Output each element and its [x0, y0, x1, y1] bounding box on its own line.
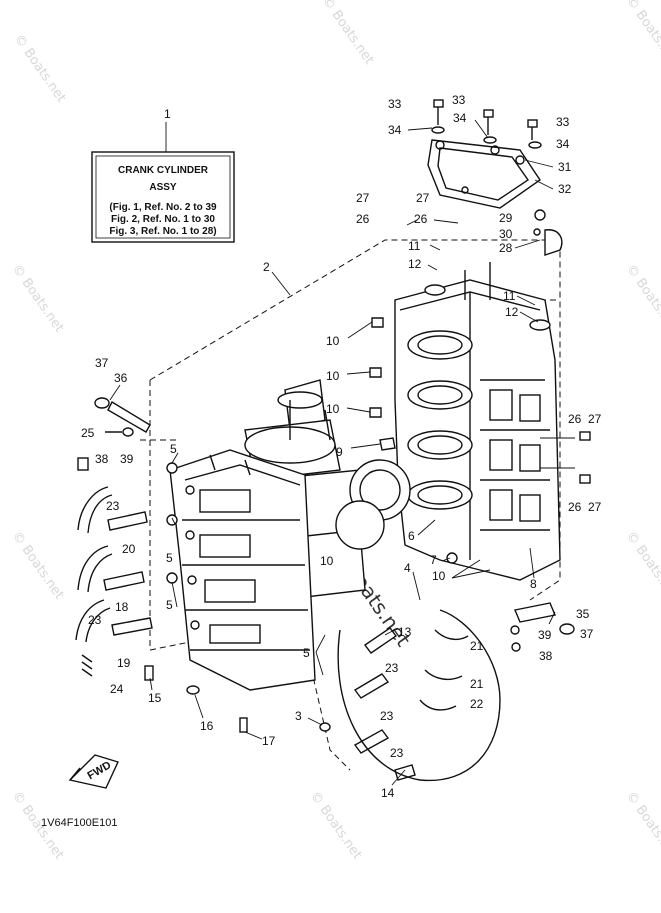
callout-37: 37	[95, 356, 109, 370]
cover-plate	[427, 139, 541, 209]
box-line-4: Fig. 2, Ref. No. 1 to 30	[111, 214, 215, 225]
callout-10: 10	[432, 569, 446, 583]
watermark: © Boats.net	[307, 789, 365, 863]
callout-22: 22	[470, 697, 484, 711]
callout-24: 24	[110, 682, 124, 696]
watermark: © Boats.net	[623, 0, 661, 67]
callout-1: 1	[164, 107, 171, 121]
cylinder-block	[394, 262, 561, 581]
callout-23: 23	[385, 661, 399, 675]
box-line-1: CRANK CYLINDER	[118, 165, 209, 176]
callout-34: 34	[453, 111, 467, 125]
box-line-5: Fig. 3, Ref. No. 1 to 28)	[109, 226, 216, 237]
callout-39: 39	[538, 628, 552, 642]
callout-27: 27	[356, 191, 370, 205]
callout-23: 23	[88, 613, 102, 627]
callout-35: 35	[576, 607, 590, 621]
callout-8: 8	[530, 577, 537, 591]
callout-32: 32	[558, 182, 572, 196]
diagram-code: 1V64F100E101	[41, 817, 117, 829]
callout-30: 30	[499, 227, 513, 241]
callout-33: 33	[452, 93, 466, 107]
watermark: © Boats.net	[623, 529, 661, 603]
callout-27: 27	[588, 500, 602, 514]
assembly-title-box: 1 CRANK CYLINDER ASSY (Fig. 1, Ref. No. …	[91, 107, 235, 243]
watermark: © Boats.net	[319, 0, 377, 67]
callout-16: 16	[200, 719, 214, 733]
callout-33: 33	[388, 97, 402, 111]
bottom-hoses	[337, 609, 501, 782]
callout-12: 12	[408, 257, 422, 271]
callout-4: 4	[404, 561, 411, 575]
callout-39: 39	[120, 452, 134, 466]
callout-leaders	[109, 119, 575, 786]
callout-10: 10	[320, 554, 334, 568]
callout-21: 21	[470, 677, 484, 691]
callout-34: 34	[388, 123, 402, 137]
callout-5: 5	[170, 442, 177, 456]
callout-34: 34	[556, 137, 570, 151]
watermark: © Boats.net	[623, 789, 661, 863]
callout-5: 5	[166, 551, 173, 565]
watermark-group: © Boats.net © Boats.net © Boats.net © Bo…	[9, 0, 661, 862]
callout-5: 5	[303, 646, 310, 660]
watermark: © Boats.net	[9, 262, 67, 336]
callout-3: 3	[295, 709, 302, 723]
top-bolts	[431, 99, 542, 149]
callout-11: 11	[503, 289, 516, 303]
callout-12: 12	[505, 305, 519, 319]
watermark: © Boats.net	[11, 32, 69, 106]
callout-38: 38	[539, 649, 553, 663]
callout-27: 27	[416, 191, 430, 205]
left-hoses	[75, 462, 178, 643]
callout-7: 7	[430, 553, 437, 567]
callout-33: 33	[556, 115, 570, 129]
callout-21: 21	[470, 639, 484, 653]
callout-19: 19	[117, 656, 131, 670]
callout-29: 29	[499, 211, 513, 225]
callout-10: 10	[326, 334, 340, 348]
callout-37: 37	[580, 627, 594, 641]
fwd-arrow: FWD	[68, 754, 119, 789]
callout-5: 5	[166, 598, 173, 612]
callout-23: 23	[380, 709, 394, 723]
watermark: © Boats.net	[623, 262, 661, 336]
callout-10: 10	[326, 402, 340, 416]
callout-38: 38	[95, 452, 109, 466]
callout-27: 27	[588, 412, 602, 426]
callout-labels: 2 3 4 5 5 5 5 6 7 8 9 10 10 10 10 10 11 …	[81, 93, 602, 800]
callout-25: 25	[81, 426, 95, 440]
callout-14: 14	[381, 786, 395, 800]
callout-23: 23	[390, 746, 404, 760]
callout-36: 36	[114, 371, 128, 385]
callout-10: 10	[326, 369, 340, 383]
callout-26: 26	[568, 500, 582, 514]
callout-18: 18	[115, 600, 129, 614]
callout-31: 31	[558, 160, 572, 174]
callout-17: 17	[262, 734, 276, 748]
callout-26: 26	[414, 212, 428, 226]
callout-6: 6	[408, 529, 415, 543]
callout-9: 9	[336, 445, 343, 459]
callout-26: 26	[356, 212, 370, 226]
callout-15: 15	[148, 691, 162, 705]
callout-20: 20	[122, 542, 136, 556]
misc-parts	[77, 209, 591, 733]
callout-26: 26	[568, 412, 582, 426]
callout-28: 28	[499, 241, 513, 255]
callout-13: 13	[398, 625, 412, 639]
box-line-3: (Fig. 1, Ref. No. 2 to 39	[109, 202, 217, 213]
callout-2: 2	[263, 260, 270, 274]
callout-23: 23	[106, 499, 120, 513]
crankcase	[169, 449, 316, 691]
callout-11: 11	[408, 239, 421, 253]
watermark: © Boats.net	[9, 529, 67, 603]
box-line-2: ASSY	[149, 182, 177, 193]
